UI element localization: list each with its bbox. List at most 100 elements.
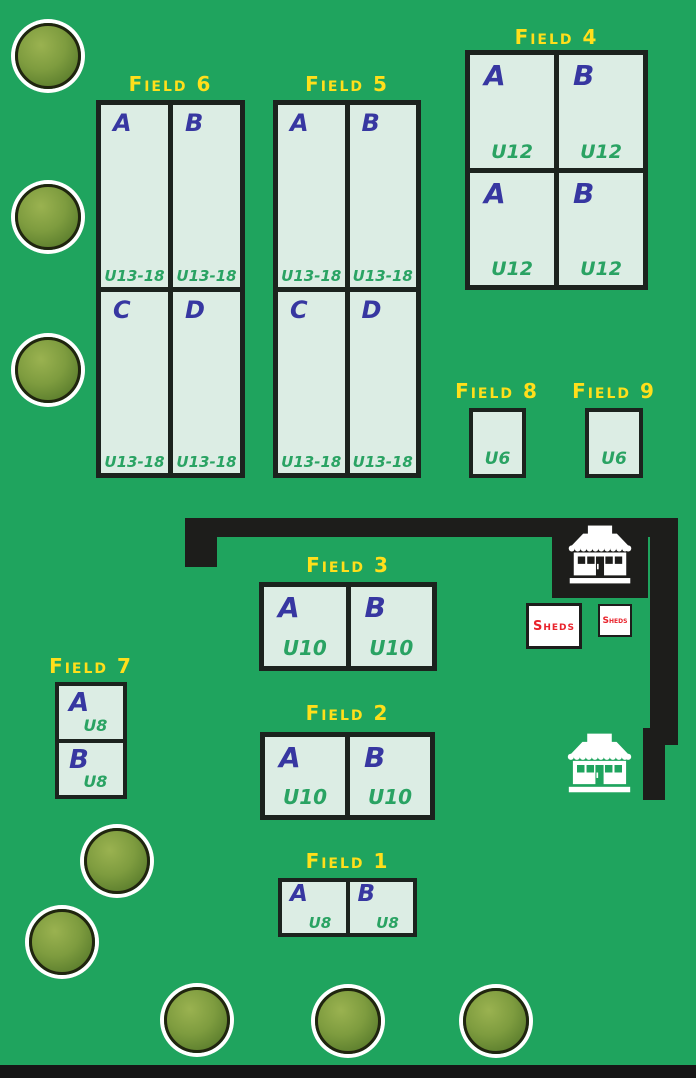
field-5-cell-b: B U13-18	[349, 105, 416, 287]
cell-letter: B	[185, 109, 204, 137]
field-9-title: Field 9	[572, 379, 656, 403]
field-8: U6	[469, 408, 526, 478]
field-3-title: Field 3	[306, 553, 390, 577]
field-5-cell-a: A U13-18	[278, 105, 345, 287]
field-7-cell-b: B U8	[59, 742, 123, 795]
tree-icon	[15, 184, 81, 250]
field-4: A U12 B U12 A U12 B U12	[465, 50, 648, 290]
cell-letter: B	[357, 881, 376, 907]
sheds-large-label: Sheds	[533, 618, 575, 634]
field-1: A U8 B U8	[278, 878, 417, 937]
field-5: A U13-18 B U13-18 C U13-18 D U13-18	[273, 100, 421, 478]
field-4-cell-c: A U12	[470, 172, 554, 285]
cell-age: U12	[491, 258, 533, 280]
field-9-cell: U6	[589, 412, 639, 474]
tree-icon	[84, 828, 150, 894]
field-6-cell-d: D U13-18	[173, 291, 240, 473]
clubhouse-icon	[567, 733, 632, 793]
tree-icon	[29, 909, 95, 975]
field-4-title: Field 4	[514, 25, 599, 49]
cell-letter: A	[278, 591, 300, 624]
cell-age: U8	[83, 715, 108, 735]
cell-age: U13-18	[281, 266, 342, 285]
clubhouse-icon	[568, 525, 632, 584]
cell-age: U10	[369, 636, 414, 660]
cell-letter: B	[573, 59, 595, 92]
field-8-title: Field 8	[455, 379, 539, 403]
field-6-title: Field 6	[128, 72, 213, 96]
sheds-small: Sheds	[598, 604, 632, 637]
field-1-cell-a: A U8	[282, 882, 346, 933]
cell-age: U13-18	[352, 453, 413, 471]
field-6: A U13-18 B U13-18 C U13-18 D U13-18	[96, 100, 245, 478]
field-2-cell-b: B U10	[350, 737, 430, 815]
cell-age: U8	[376, 914, 399, 932]
field-3: A U10 B U10	[259, 582, 437, 671]
field-7-title: Field 7	[49, 654, 133, 678]
tree-icon	[315, 988, 381, 1054]
field-1-title: Field 1	[305, 849, 390, 873]
road-end-stub	[185, 518, 217, 567]
cell-age: U13-18	[176, 453, 237, 471]
cell-age: U10	[367, 785, 413, 809]
cell-age: U10	[282, 785, 328, 809]
cell-letter: D	[361, 295, 382, 324]
cell-age: U12	[580, 140, 622, 163]
bottom-road-strip	[0, 1065, 696, 1078]
tree-icon	[463, 988, 529, 1054]
field-4-cell-b: B U12	[559, 55, 643, 168]
cell-letter: B	[69, 744, 89, 775]
cell-letter: A	[290, 109, 309, 137]
field-7-cell-a: A U8	[59, 686, 123, 739]
cell-letter: A	[484, 59, 506, 92]
tree-icon	[15, 337, 81, 403]
cell-letter: A	[484, 176, 506, 210]
cell-letter: A	[113, 109, 132, 137]
cell-letter: D	[185, 295, 205, 324]
field-2-title: Field 2	[305, 701, 390, 725]
field-2: A U10 B U10	[260, 732, 435, 820]
field-6-cell-a: A U13-18	[101, 105, 168, 287]
cell-age: U8	[308, 914, 332, 932]
field-4-cell-a: A U12	[470, 55, 554, 168]
field-5-title: Field 5	[305, 72, 389, 96]
cell-letter: C	[113, 295, 131, 324]
cell-age: U8	[83, 772, 108, 791]
cell-letter: B	[364, 591, 386, 624]
cell-age: U13-18	[104, 266, 165, 285]
tree-icon	[15, 23, 81, 89]
cell-age: U12	[491, 140, 533, 163]
field-1-cell-b: B U8	[349, 881, 413, 933]
field-5-cell-c: C U13-18	[278, 291, 345, 473]
field-3-cell-b: B U10	[350, 587, 432, 666]
cell-age: U13-18	[281, 453, 342, 471]
cell-age: U6	[601, 449, 627, 469]
cell-letter: A	[69, 688, 90, 718]
road-vertical	[650, 518, 678, 745]
field-6-cell-c: C U13-18	[101, 291, 168, 473]
cell-age: U12	[580, 258, 622, 280]
cell-letter: C	[290, 295, 308, 324]
sheds-small-label: Sheds	[602, 615, 628, 626]
sheds-large: Sheds	[526, 603, 582, 649]
cell-letter: A	[279, 741, 301, 774]
cell-age: U10	[282, 636, 327, 660]
field-9: U6	[585, 408, 643, 478]
cell-letter: B	[364, 741, 386, 774]
cell-letter: B	[573, 176, 595, 210]
field-7: A U8 B U8	[55, 682, 127, 799]
road-vertical-jog	[643, 728, 665, 800]
field-6-cell-b: B U13-18	[173, 105, 240, 287]
field-5-cell-d: D U13-18	[349, 291, 416, 473]
field-4-cell-d: B U12	[559, 172, 643, 285]
field-8-cell: U6	[473, 412, 522, 474]
cell-age: U13-18	[176, 266, 237, 285]
cell-age: U6	[484, 449, 511, 469]
field-2-cell-a: A U10	[265, 737, 345, 815]
cell-letter: B	[361, 109, 380, 137]
cell-age: U13-18	[352, 266, 413, 285]
cell-letter: A	[290, 881, 308, 907]
tree-icon	[164, 987, 230, 1053]
field-3-cell-a: A U10	[264, 587, 346, 666]
